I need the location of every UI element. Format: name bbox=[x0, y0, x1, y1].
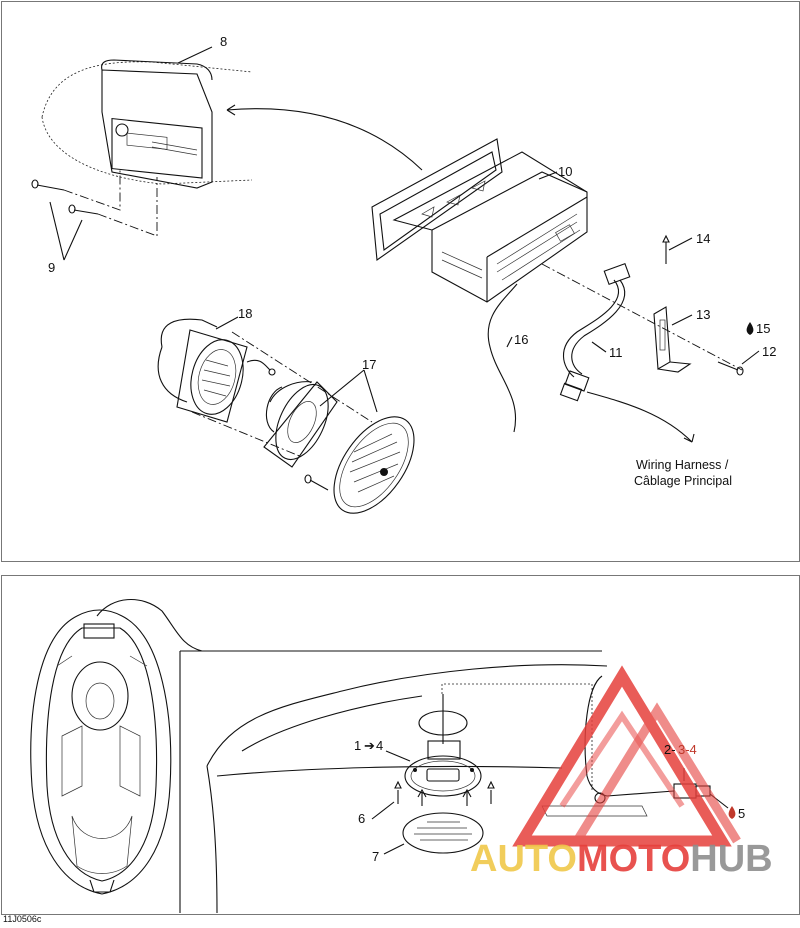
label-10: 10 bbox=[558, 164, 572, 179]
label-11: 11 bbox=[609, 345, 623, 360]
leader-1-4 bbox=[385, 750, 411, 762]
watermark-text: AUTOMOTOHUB bbox=[470, 838, 773, 881]
install-arrows-up bbox=[417, 788, 472, 806]
hull-top-view bbox=[30, 609, 172, 895]
screw-part-6 bbox=[394, 780, 495, 804]
speaker-housing-part-18 bbox=[157, 318, 276, 423]
leader-16 bbox=[506, 336, 513, 348]
screw-part-9 bbox=[31, 170, 158, 261]
exploded-view-top-panel: 8 9 10 11 12 13 14 15 16 17 18 Wiring Ha… bbox=[1, 1, 800, 562]
watermark-auto: AUTO bbox=[470, 838, 577, 880]
watermark-logo-triangle bbox=[512, 665, 741, 847]
leader-12 bbox=[741, 350, 760, 365]
cockpit-speaker-diagram: 1 ➔ 4 2- 3-4 5 6 7 bbox=[30, 599, 745, 914]
label-9: 9 bbox=[48, 260, 55, 275]
wiring-harness-part-11 bbox=[559, 262, 695, 443]
leader-7 bbox=[383, 843, 405, 855]
grille-part-7 bbox=[402, 812, 484, 854]
view-reference-line bbox=[96, 599, 203, 652]
label-2-3-4-suffix: 3-4 bbox=[678, 742, 697, 757]
label-18: 18 bbox=[238, 306, 252, 321]
antenna-cable-part-16 bbox=[487, 283, 518, 433]
label-1-to-4-end: 4 bbox=[376, 738, 383, 753]
dash-contour-inner bbox=[241, 695, 423, 752]
leader-17 bbox=[319, 369, 378, 413]
console-edge bbox=[216, 765, 563, 777]
label-5: 5 bbox=[738, 806, 745, 821]
leader-11 bbox=[591, 341, 607, 353]
wire-route bbox=[441, 683, 593, 791]
speaker-assembly bbox=[404, 694, 482, 797]
mounting-axis bbox=[541, 263, 743, 371]
installation-view-bottom-panel: 1 ➔ 4 2- 3-4 5 6 7 bbox=[1, 575, 800, 915]
dash-contour-lower bbox=[206, 765, 218, 914]
radio-unit-part-10 bbox=[371, 138, 588, 303]
speaker-part-17 bbox=[191, 331, 415, 514]
dash-outline bbox=[41, 61, 253, 118]
label-12: 12 bbox=[762, 344, 776, 359]
label-1-to-4-arrow: ➔ bbox=[364, 738, 375, 753]
label-2-3-4-prefix: 2- bbox=[664, 742, 676, 757]
install-arrow bbox=[226, 108, 423, 171]
leader-18 bbox=[215, 316, 239, 330]
figure-code: 11J0506c bbox=[3, 914, 42, 924]
bracket-part-13 bbox=[653, 306, 692, 373]
watermark-hub: HUB bbox=[690, 838, 773, 880]
label-6: 6 bbox=[358, 811, 365, 826]
threadlocker-drop-icon bbox=[746, 322, 754, 335]
label-16: 16 bbox=[514, 332, 528, 347]
dash-contour bbox=[206, 664, 608, 767]
pin-part-14 bbox=[662, 234, 670, 264]
install-arrow-head bbox=[226, 104, 236, 116]
label-17: 17 bbox=[362, 357, 376, 372]
label-1-to-4-start: 1 bbox=[354, 738, 361, 753]
label-8: 8 bbox=[220, 34, 227, 49]
label-14: 14 bbox=[696, 231, 710, 246]
wiring-harness-callout-line2: Câblage Principal bbox=[634, 474, 732, 488]
leader-8 bbox=[177, 46, 213, 64]
leader-13 bbox=[671, 314, 693, 326]
dash-outline-lower bbox=[41, 116, 253, 185]
leader-14 bbox=[668, 237, 693, 251]
screw-part-12 bbox=[717, 361, 744, 376]
label-15: 15 bbox=[756, 321, 770, 336]
threadlocker-drop-icon-red bbox=[728, 806, 736, 819]
leader-6 bbox=[371, 801, 395, 820]
leader-10 bbox=[538, 171, 558, 180]
radio-speaker-exploded-diagram: 8 9 10 11 12 13 14 15 16 17 18 Wiring Ha… bbox=[31, 34, 776, 514]
wiring-harness-callout-line1: Wiring Harness / bbox=[636, 458, 729, 472]
radio-cover-part-8 bbox=[101, 59, 213, 189]
label-7: 7 bbox=[372, 849, 379, 864]
label-13: 13 bbox=[696, 307, 710, 322]
watermark-moto: MOTO bbox=[576, 838, 691, 880]
